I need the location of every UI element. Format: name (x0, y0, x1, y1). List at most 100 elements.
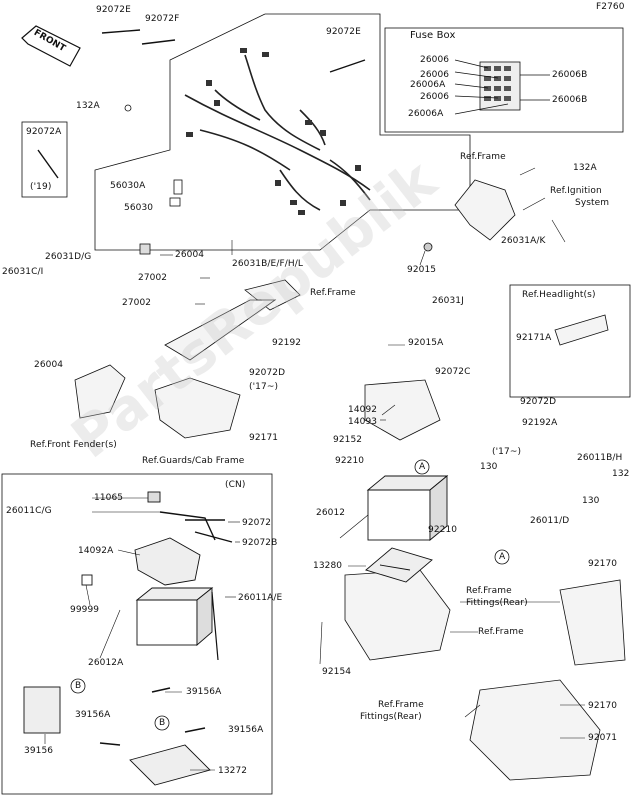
front-arrow (21, 25, 81, 67)
callout-letter: A (499, 552, 506, 562)
small-parts (37, 29, 433, 255)
callout-letter: A (419, 462, 426, 472)
fuse-label: 26006A (408, 109, 444, 119)
part-label: 92015 (407, 265, 437, 275)
part-label: 92192 (272, 338, 302, 348)
ref-label: Ref.Frame (478, 627, 524, 637)
part-label: ('17~) (492, 447, 522, 457)
year-box (21, 121, 68, 198)
part-label: 11065 (94, 493, 124, 503)
fuse-label: 26006B (552, 95, 588, 105)
fuse-block (454, 59, 550, 115)
fuse-label: 26006 (420, 70, 450, 80)
part-label: 92071 (588, 733, 618, 743)
ref-label: Fittings(Rear) (360, 712, 422, 722)
part-label: 39156A (186, 687, 222, 697)
ref-label: System (575, 198, 610, 208)
part-label: 92171 (249, 433, 279, 443)
part-label: 92154 (322, 667, 352, 677)
part-label: 26004 (175, 250, 205, 260)
part-label: 92171A (516, 333, 552, 343)
callouts (70, 459, 510, 731)
part-label: 92072D (249, 368, 286, 378)
part-label: 92072F (145, 14, 180, 24)
callout-letter: B (75, 681, 82, 691)
fuse-label: 26006 (420, 92, 450, 102)
battery-main (365, 475, 449, 583)
part-label: 92072C (435, 367, 471, 377)
cn-box-frame (1, 473, 273, 795)
part-label: 92192A (522, 418, 558, 428)
part-label: 26031A/K (501, 236, 546, 246)
part-label: 92015A (408, 338, 444, 348)
part-label: 92072E (326, 27, 361, 37)
part-label: 13280 (313, 561, 343, 571)
part-label: 26011C/G (6, 506, 52, 516)
part-label: 26011B/H (577, 453, 623, 463)
part-label: 26031J (432, 296, 464, 306)
part-label: 92170 (588, 701, 618, 711)
part-label: 39156A (228, 725, 264, 735)
part-label: 132 (612, 469, 630, 479)
part-label: 92072B (242, 538, 278, 548)
part-label: 56030 (124, 203, 154, 213)
part-label: 14093 (348, 417, 378, 427)
part-label: 92072D (520, 397, 557, 407)
part-label: 26004 (34, 360, 64, 370)
figure-code: F2760 (596, 2, 625, 12)
part-label: 26031C/I (2, 267, 44, 277)
part-label: 14092 (348, 405, 378, 415)
ref-label: Ref.Frame (466, 586, 512, 596)
part-label: ('19) (30, 182, 52, 192)
ref-label: Ref.Frame (310, 288, 356, 298)
headlight-box (509, 284, 631, 398)
part-label: 56030A (110, 181, 146, 191)
fuse-box-title: Fuse Box (410, 30, 456, 41)
part-label: 27002 (138, 273, 168, 283)
ref-label: Fittings(Rear) (466, 598, 528, 608)
part-label: ('17~) (249, 382, 279, 392)
ref-label: Ref.Ignition (550, 186, 602, 196)
part-label: 26031D/G (45, 252, 92, 262)
part-label: 130 (480, 462, 498, 472)
ref-label: Ref.Frame (460, 152, 506, 162)
part-label: 92072A (26, 127, 62, 137)
part-label: 26012 (316, 508, 346, 518)
harness-connectors (186, 48, 361, 215)
part-label: 39156 (24, 746, 54, 756)
ref-label: Ref.Headlight(s) (522, 290, 596, 300)
part-label: 92072E (96, 5, 131, 15)
part-label: 92210 (428, 525, 458, 535)
part-label: 132A (573, 163, 597, 173)
part-label: 92072 (242, 518, 272, 528)
leader-lines (44, 167, 585, 771)
part-label: 92152 (333, 435, 363, 445)
part-label: 26012A (88, 658, 124, 668)
fuse-box-frame (384, 27, 624, 133)
part-label: 26011/D (530, 516, 570, 526)
fuse-label: 26006B (552, 70, 588, 80)
part-label: 27002 (122, 298, 152, 308)
part-label: 39156A (75, 710, 111, 720)
main-harness (184, 54, 371, 211)
part-label: 26011A/E (238, 593, 283, 603)
part-label: 92170 (588, 559, 618, 569)
cn-parts (23, 491, 233, 786)
part-label: 92210 (335, 456, 365, 466)
part-label: 14092A (78, 546, 114, 556)
part-label: 130 (582, 496, 600, 506)
part-label: 26031B/E/F/H/L (232, 259, 303, 269)
part-label: 132A (76, 101, 100, 111)
fuse-label: 26006 (420, 55, 450, 65)
part-label: 99999 (70, 605, 100, 615)
cn-box-title: (CN) (225, 480, 246, 490)
ref-label: Ref.Front Fender(s) (30, 440, 117, 450)
ref-label: Ref.Guards/Cab Frame (142, 456, 245, 466)
ref-label: Ref.Frame (378, 700, 424, 710)
part-label: 13272 (218, 766, 248, 776)
fuse-label: 26006A (410, 80, 446, 90)
callout-letter: B (159, 718, 166, 728)
main-harness-frame (94, 13, 471, 251)
